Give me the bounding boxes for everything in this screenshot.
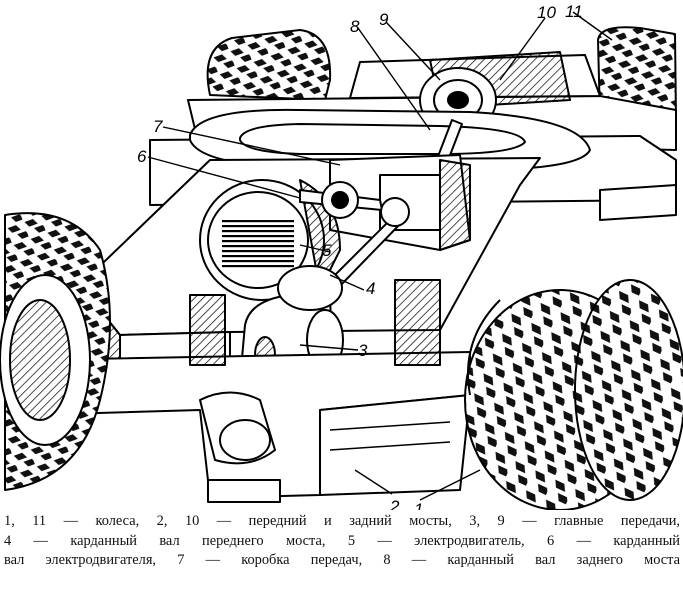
leader-lines: [147, 11, 613, 501]
callout-8: 8: [350, 17, 360, 36]
caption-line-2: 4 — карданный вал переднего моста, 5 — э…: [4, 532, 680, 549]
callout-4: 4: [366, 279, 375, 298]
callout-9: 9: [379, 10, 389, 29]
callout-6: 6: [137, 147, 147, 166]
left-front-wheel: [0, 212, 111, 491]
rear-left-wheel: [206, 29, 332, 101]
rear-right-wheel: [597, 26, 677, 121]
caption-line-3: вал электродвигателя, 7 — коробка переда…: [4, 552, 680, 568]
figure-caption: 1, 11 — колеса, 2, 10 — передний и задни…: [4, 512, 680, 571]
right-front-wheel: [464, 279, 683, 510]
front-hub: [199, 391, 281, 503]
callouts: 1 2 3 4 5 6 7 8 9 10 11: [137, 2, 583, 510]
callout-10: 10: [537, 3, 556, 22]
callout-2: 2: [389, 497, 400, 510]
callout-3: 3: [358, 341, 368, 360]
callout-5: 5: [322, 241, 332, 260]
callout-1: 1: [414, 500, 423, 510]
callout-11: 11: [565, 2, 583, 21]
caption-line-1: 1, 11 — колеса, 2, 10 — передний и задни…: [4, 513, 680, 529]
chassis-drawing: 1 2 3 4 5 6 7 8 9 10 11: [0, 2, 683, 510]
callout-7: 7: [153, 117, 163, 136]
